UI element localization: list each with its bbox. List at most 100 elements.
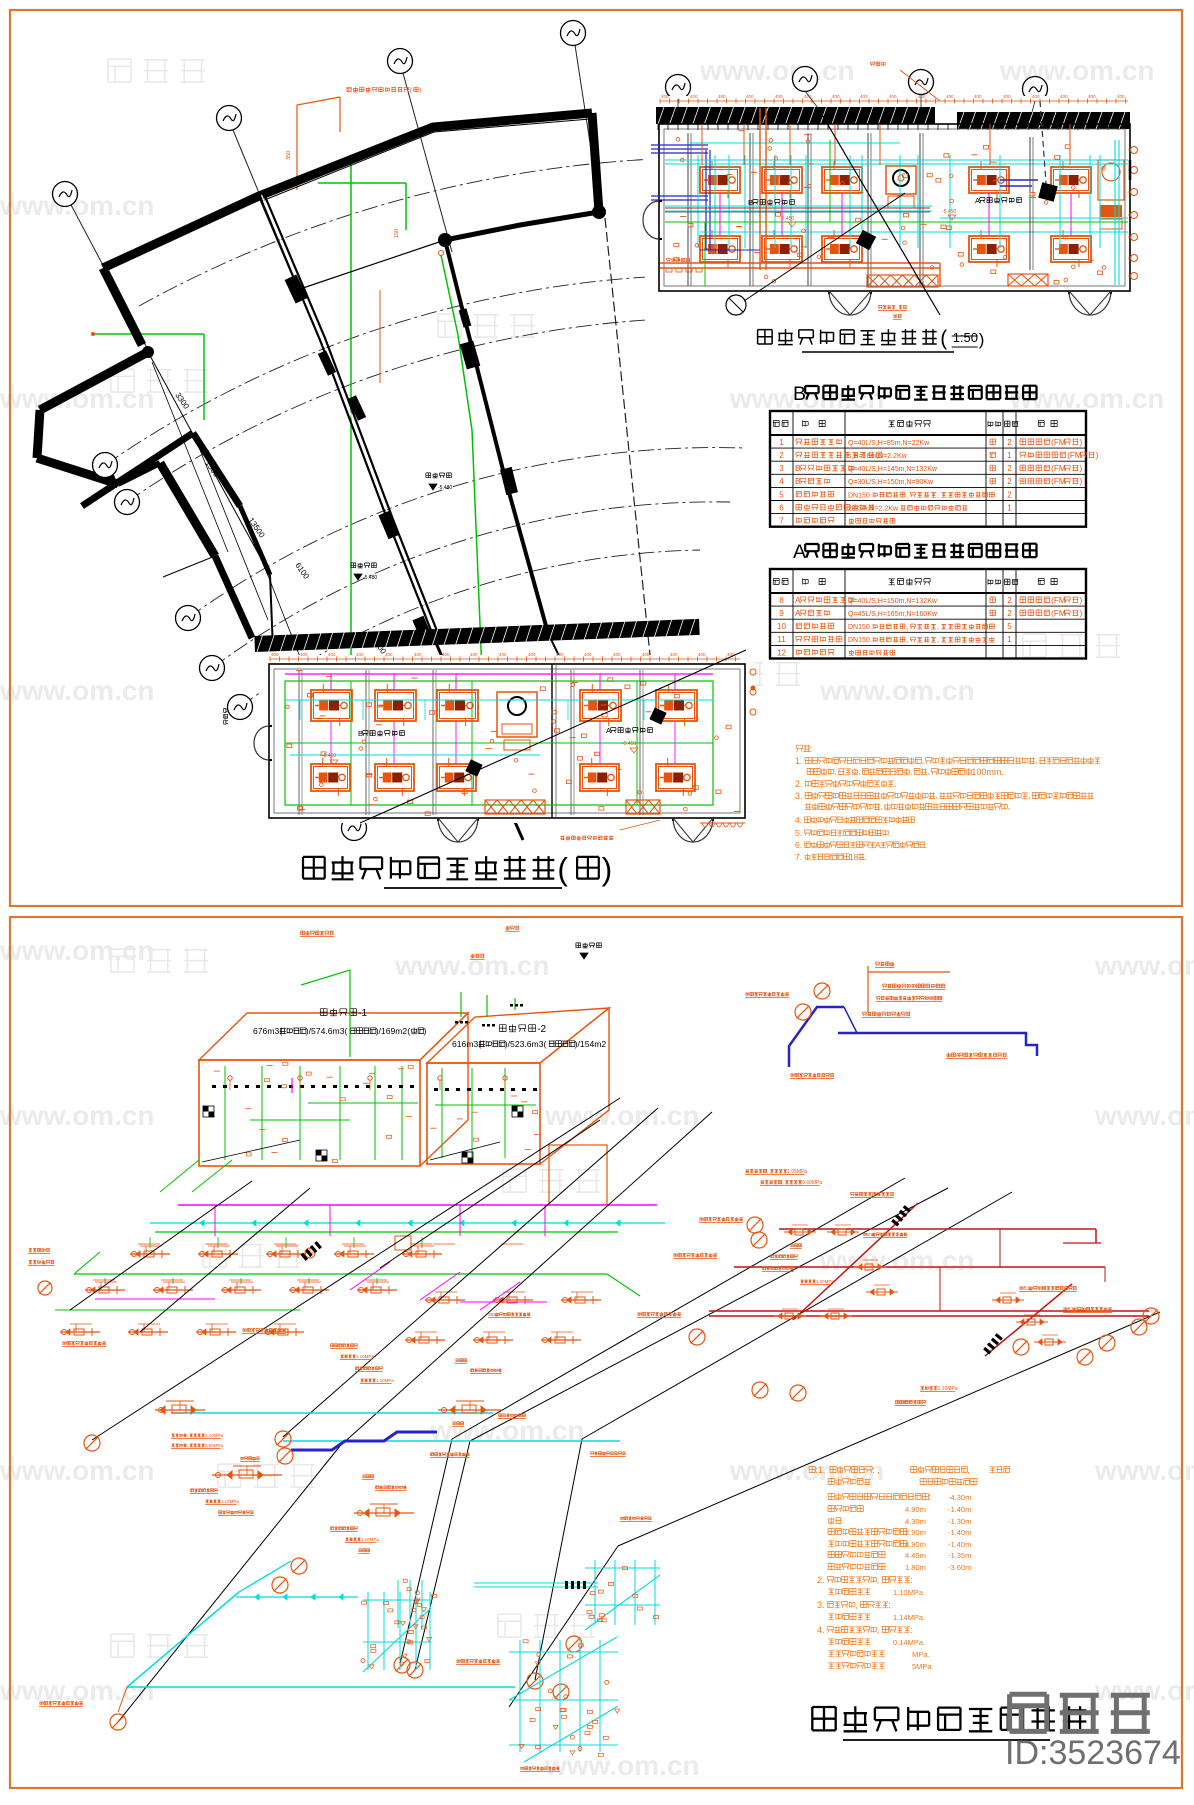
- svg-text:MPa.: MPa.: [912, 1650, 930, 1659]
- svg-text:-1.40m: -1.40m: [948, 1505, 971, 1514]
- svg-text:,: ,: [906, 637, 908, 644]
- svg-text:A: A: [875, 840, 881, 850]
- svg-text:): ): [1096, 451, 1099, 460]
- svg-text:)/574.6m3(: )/574.6m3(: [306, 1026, 348, 1036]
- svg-text::: :: [910, 1625, 913, 1635]
- svg-text:(FM: (FM: [1051, 609, 1066, 618]
- svg-text:): ): [1080, 609, 1083, 618]
- svg-text:2: 2: [1007, 464, 1012, 473]
- svg-text:4.90m: 4.90m: [905, 1505, 926, 1514]
- svg-text:-1: -1: [358, 1008, 367, 1019]
- svg-text:A: A: [795, 596, 801, 605]
- svg-text:2: 2: [779, 451, 784, 460]
- svg-text:(: (: [940, 327, 947, 350]
- svg-text:400: 400: [718, 94, 726, 99]
- svg-text:,: ,: [782, 1180, 783, 1186]
- svg-text:0.14MPa.: 0.14MPa.: [893, 1638, 925, 1647]
- svg-text:-1.30m: -1.30m: [948, 1517, 971, 1526]
- svg-text:,: ,: [187, 1443, 188, 1448]
- svg-text:400: 400: [727, 652, 735, 657]
- svg-text:1.10MPa: 1.10MPa: [938, 1386, 958, 1392]
- svg-text:): ): [1080, 596, 1083, 605]
- svg-text:2: 2: [1007, 477, 1012, 486]
- svg-text:400: 400: [804, 94, 812, 99]
- svg-text:(FM: (FM: [1067, 451, 1082, 460]
- svg-text:400: 400: [1060, 94, 1068, 99]
- svg-text:0.60MPa: 0.60MPa: [802, 1180, 822, 1186]
- svg-text:,: ,: [937, 624, 939, 631]
- svg-text:Q=40L/S,H=150m,N=132Kw: Q=40L/S,H=150m,N=132Kw: [848, 598, 938, 605]
- svg-text:www.om.cn: www.om.cn: [0, 1455, 155, 1486]
- svg-text:1: 1: [779, 438, 784, 447]
- svg-text:400: 400: [690, 94, 698, 99]
- svg-text:): ): [419, 87, 421, 94]
- svg-text:6: 6: [779, 503, 784, 512]
- svg-text:A: A: [793, 541, 806, 563]
- svg-text:400: 400: [271, 652, 279, 657]
- svg-text:1.14MPa.: 1.14MPa.: [893, 1613, 925, 1622]
- svg-text:(FM: (FM: [1051, 596, 1066, 605]
- svg-text:Q=40L/S,H=85m,N=22Kw: Q=40L/S,H=85m,N=22Kw: [848, 440, 930, 447]
- svg-text:ID:3523674: ID:3523674: [1005, 1734, 1181, 1772]
- svg-text:400: 400: [775, 94, 783, 99]
- svg-text:350: 350: [286, 151, 292, 160]
- svg-text:400: 400: [746, 94, 754, 99]
- svg-text:5.: 5.: [795, 828, 802, 838]
- svg-text:)/523.6m3(: )/523.6m3(: [505, 1039, 547, 1049]
- svg-text:2.90m: 2.90m: [905, 1528, 926, 1537]
- svg-text:www.om.cn: www.om.cn: [699, 55, 855, 86]
- svg-text:1: 1: [1007, 635, 1012, 644]
- svg-text:400: 400: [528, 652, 536, 657]
- svg-text:B: B: [795, 464, 801, 473]
- svg-text:www.om.cn: www.om.cn: [0, 1100, 155, 1131]
- svg-text:18: 18: [849, 852, 859, 862]
- svg-text:Q=30L/S,H=150m,N=90Kw: Q=30L/S,H=150m,N=90Kw: [848, 479, 934, 486]
- svg-text:.: .: [925, 840, 927, 850]
- svg-text:): ): [1080, 464, 1083, 473]
- svg-text:-1.40m: -1.40m: [948, 1528, 971, 1537]
- svg-text:DN150: DN150: [848, 624, 870, 631]
- svg-text:400: 400: [661, 94, 669, 99]
- svg-text:www.om.cn: www.om.cn: [544, 1100, 700, 1131]
- svg-text:(FM: (FM: [1051, 464, 1066, 473]
- svg-text:400: 400: [442, 652, 450, 657]
- svg-text:,: ,: [187, 1433, 188, 1438]
- svg-text:www.om.cn: www.om.cn: [729, 1455, 885, 1486]
- svg-text:(FM: (FM: [1051, 438, 1066, 447]
- svg-text:Q=40L/S,H=145m,N=132Kw: Q=40L/S,H=145m,N=132Kw: [848, 466, 938, 473]
- svg-text:): ): [424, 1026, 427, 1036]
- svg-text:2: 2: [1007, 490, 1012, 499]
- svg-text:www.om.cn: www.om.cn: [819, 1245, 975, 1276]
- svg-text:400: 400: [918, 94, 926, 99]
- svg-text:4: 4: [779, 477, 784, 486]
- svg-text:1:50: 1:50: [953, 330, 978, 345]
- svg-text:,: ,: [896, 305, 897, 311]
- svg-text:3: 3: [779, 464, 784, 473]
- svg-text:400: 400: [499, 652, 507, 657]
- svg-text:3.: 3.: [795, 791, 803, 801]
- svg-text:11: 11: [777, 635, 786, 644]
- svg-text:): ): [602, 851, 613, 887]
- svg-text:400: 400: [670, 652, 678, 657]
- svg-text:-5.450: -5.450: [322, 753, 336, 759]
- svg-text:10: 10: [777, 622, 786, 631]
- svg-text:B: B: [358, 729, 363, 738]
- svg-text:.: .: [864, 852, 866, 862]
- svg-text::1.: :1.: [815, 1465, 825, 1475]
- svg-text:B1: B1: [867, 1232, 873, 1237]
- svg-text:1.05MPa: 1.05MPa: [787, 1169, 807, 1175]
- svg-text:A: A: [606, 726, 611, 735]
- svg-text:-2: -2: [537, 1024, 546, 1035]
- svg-text:616m3(: 616m3(: [452, 1039, 481, 1049]
- svg-text:400: 400: [860, 94, 868, 99]
- svg-text:400: 400: [946, 94, 954, 99]
- svg-text:www.om.cn: www.om.cn: [0, 1675, 155, 1706]
- svg-text:,: ,: [906, 492, 908, 499]
- svg-text:1.10MPa: 1.10MPa: [361, 1537, 380, 1542]
- svg-text:,: ,: [937, 492, 939, 499]
- svg-text:4.45m: 4.45m: [905, 1551, 926, 1560]
- svg-text:400: 400: [1117, 94, 1125, 99]
- svg-text:4.30m: 4.30m: [905, 1517, 926, 1526]
- svg-text:3B1: 3B1: [488, 1312, 497, 1317]
- svg-text:5: 5: [1007, 622, 1012, 631]
